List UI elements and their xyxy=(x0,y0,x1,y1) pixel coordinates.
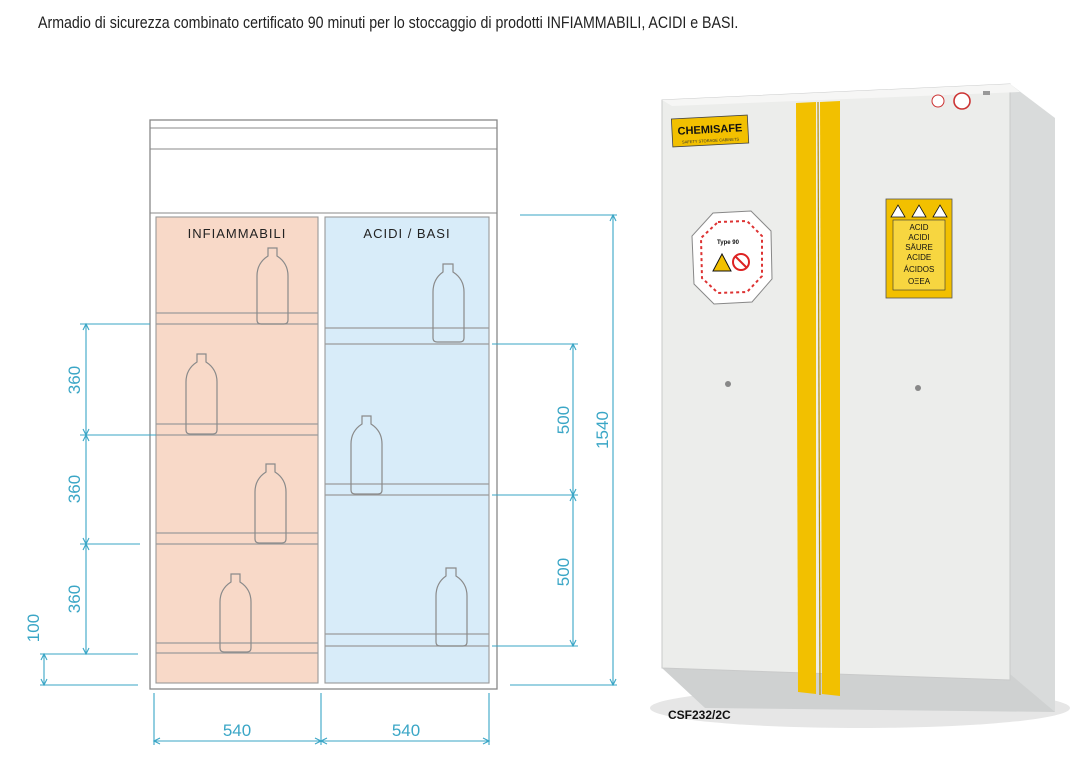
bottle xyxy=(185,353,218,435)
door-strip-left xyxy=(796,102,816,694)
logo-icon xyxy=(983,91,990,95)
model-label: CSF232/2C xyxy=(668,708,731,722)
hazard-icon xyxy=(932,204,948,218)
technical-drawing: INFIAMMABILI ACIDI / BASI xyxy=(24,119,617,745)
shelves-left xyxy=(156,312,318,654)
dim-right-2: 500 xyxy=(554,558,573,586)
chemical-label: ACID ACIDI SÄURE ACIDE ÁCIDOS ΟΞΕΑ xyxy=(885,198,953,299)
zone-acid-base xyxy=(324,216,490,684)
bottles xyxy=(185,247,468,653)
keyhole-icon xyxy=(915,385,921,391)
dimension-lines xyxy=(40,213,617,745)
brand-label: CHEMISAFE SAFETY STORAGE CABINETS xyxy=(670,114,750,148)
hazard-icon xyxy=(890,204,906,218)
dim-width-2: 540 xyxy=(392,721,420,740)
fire-type-text: Type 90 xyxy=(717,240,740,246)
fire-rating-label: Type 90 xyxy=(691,210,773,305)
dim-total-height: 1540 xyxy=(593,411,612,449)
keyhole-icon xyxy=(725,381,731,387)
chem-line: ΟΞΕΑ xyxy=(908,277,931,286)
cabinet-side xyxy=(1010,84,1055,712)
dim-left-3: 360 xyxy=(65,585,84,613)
zone-flammable xyxy=(155,216,319,684)
product-illustration: CHEMISAFE SAFETY STORAGE CABINETS Type 9… xyxy=(650,83,1070,728)
chem-line: ACIDI xyxy=(908,233,929,242)
bottle xyxy=(254,463,287,544)
bottle xyxy=(435,567,468,647)
bottle xyxy=(219,573,252,653)
bottle xyxy=(350,415,383,495)
cert-badge-icon xyxy=(931,94,945,108)
chem-line: ACIDE xyxy=(907,253,931,262)
dim-left-1: 360 xyxy=(65,366,84,394)
zone-label-flammable: INFIAMMABILI xyxy=(188,226,287,241)
dim-right-1: 500 xyxy=(554,406,573,434)
cert-badge-icon xyxy=(953,92,971,110)
caption: Armadio di sicurezza combinato certifica… xyxy=(38,14,739,32)
chem-line: ACID xyxy=(909,223,928,232)
bottle xyxy=(432,263,465,343)
dim-width-1: 540 xyxy=(223,721,251,740)
hazard-icon xyxy=(911,204,927,218)
warning-icon xyxy=(712,252,732,272)
brand-subtitle: SAFETY STORAGE CABINETS xyxy=(682,136,740,144)
bottle xyxy=(256,247,289,325)
dim-left-4: 100 xyxy=(24,614,43,642)
chem-line: SÄURE xyxy=(905,243,933,252)
door-strip-right xyxy=(820,101,840,696)
dim-left-2: 360 xyxy=(65,475,84,503)
zone-label-acid-base: ACIDI / BASI xyxy=(363,226,450,241)
chem-line: ÁCIDOS xyxy=(904,265,935,274)
brand-name: CHEMISAFE xyxy=(677,122,742,137)
